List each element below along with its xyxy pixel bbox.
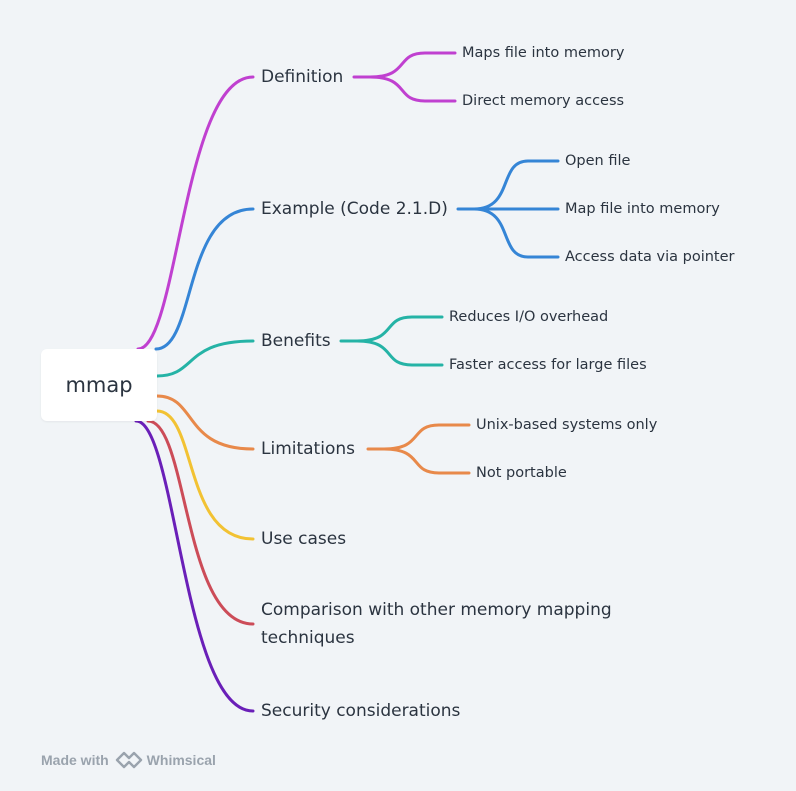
footer-made-with: Made with xyxy=(41,752,109,768)
connector-root-limitations xyxy=(155,394,255,451)
leaf-example-1[interactable]: Map file into memory xyxy=(565,201,720,217)
connector-example-leaf-0 xyxy=(472,159,560,211)
root-node[interactable]: mmap xyxy=(41,349,157,421)
footer-brand: Whimsical xyxy=(146,752,216,768)
branch-security[interactable]: Security considerations xyxy=(261,701,461,721)
connector-root-benefits xyxy=(155,339,255,378)
leaf-limitations-0[interactable]: Unix-based systems only xyxy=(476,417,658,433)
connector-limitations-leaf-0 xyxy=(382,423,471,451)
leaf-benefits-0[interactable]: Reduces I/O overhead xyxy=(449,309,609,325)
connector-example-leaf-2 xyxy=(472,207,560,259)
leaf-example-2[interactable]: Access data via pointer xyxy=(565,249,735,265)
connector-root-comparison xyxy=(146,419,255,626)
whimsical-logo-icon xyxy=(115,751,142,769)
connector-root-definition xyxy=(136,75,255,351)
connector-definition-leaf-1 xyxy=(368,75,457,103)
connector-root-security xyxy=(134,419,255,713)
connector-benefits-leaf-1 xyxy=(355,339,444,367)
connector-benefits-leaf-0 xyxy=(355,315,444,343)
leaf-definition-0[interactable]: Maps file into memory xyxy=(462,45,625,61)
branch-example[interactable]: Example (Code 2.1.D) xyxy=(261,199,448,219)
connector-limitations-leaf-1 xyxy=(382,447,471,475)
branch-benefits[interactable]: Benefits xyxy=(261,331,331,351)
connector-root-use-cases xyxy=(155,409,255,541)
leaf-example-0[interactable]: Open file xyxy=(565,153,631,169)
connector-root-example xyxy=(154,207,255,351)
leaf-limitations-1[interactable]: Not portable xyxy=(476,465,567,481)
branch-definition[interactable]: Definition xyxy=(261,67,344,87)
root-node-label: mmap xyxy=(65,373,133,397)
branch-limitations[interactable]: Limitations xyxy=(261,439,355,459)
leaf-definition-1[interactable]: Direct memory access xyxy=(462,93,625,109)
leaf-benefits-1[interactable]: Faster access for large files xyxy=(449,357,647,373)
branch-comparison[interactable]: Comparison with other memory mapping tec… xyxy=(261,600,612,648)
connector-definition-leaf-0 xyxy=(368,51,457,79)
footer-watermark: Made with Whimsical xyxy=(41,749,216,771)
branch-use-cases[interactable]: Use cases xyxy=(261,529,347,549)
